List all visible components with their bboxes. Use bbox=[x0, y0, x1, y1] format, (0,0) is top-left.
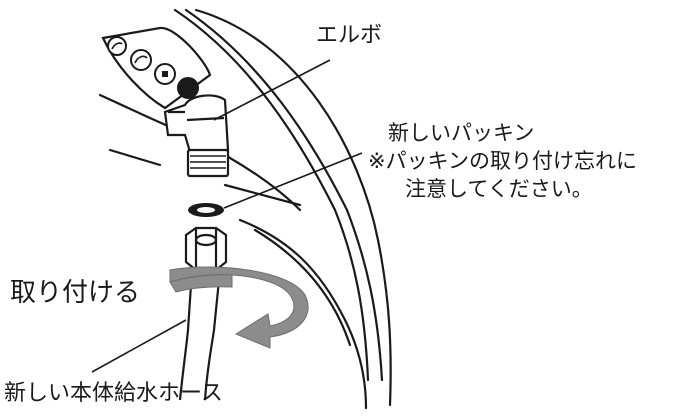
seat-outer-edge bbox=[173, 8, 370, 382]
leader-elbow bbox=[213, 59, 331, 121]
base-bottom-curve bbox=[238, 218, 368, 410]
seat-inner-edge bbox=[184, 8, 384, 382]
leader-lines bbox=[91, 59, 363, 373]
base-side-line bbox=[223, 183, 302, 207]
supply-hose bbox=[178, 269, 222, 401]
packing-note-line-1: ※パッキンの取り付け忘れに bbox=[368, 149, 637, 173]
spray-icon bbox=[107, 36, 127, 56]
rotation-arrow bbox=[169, 266, 309, 349]
packing-note-line-2: 注意してください。 bbox=[405, 177, 593, 201]
elbow-label: エルボ bbox=[316, 23, 383, 48]
control-panel bbox=[101, 26, 212, 110]
hose-nut bbox=[184, 226, 228, 272]
leader-packing bbox=[223, 152, 363, 209]
attach-label: 取り付ける bbox=[10, 278, 141, 308]
bidet-icon bbox=[130, 49, 152, 71]
new-packing-label: 新しいパッキン bbox=[388, 121, 535, 145]
elbow-fitting bbox=[163, 94, 230, 178]
seat-rim-curve bbox=[194, 8, 392, 407]
packing-washer bbox=[188, 203, 224, 217]
power-icon bbox=[177, 77, 199, 99]
stop-icon bbox=[154, 63, 176, 85]
new-hose-label: 新しい本体給水ホース bbox=[4, 381, 223, 406]
base-inner-curve bbox=[253, 228, 352, 347]
leader-hose bbox=[91, 319, 187, 373]
base-rear-line bbox=[108, 148, 162, 167]
